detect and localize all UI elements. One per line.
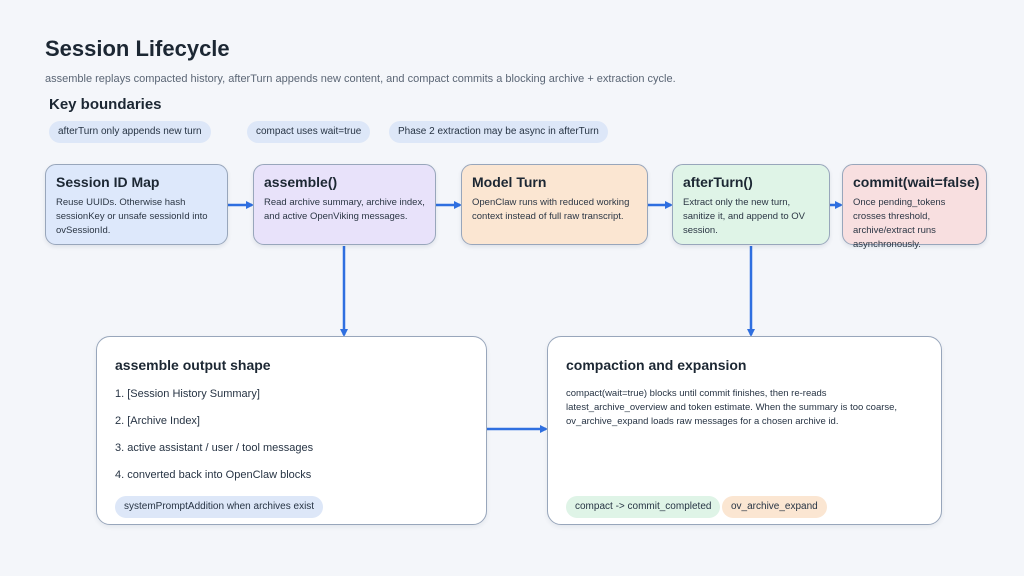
archive-expand-tag: ov_archive_expand <box>722 496 827 518</box>
list-item: 4. converted back into OpenClaw blocks <box>115 469 312 481</box>
assemble-output-panel: assemble output shape 1. [Session Histor… <box>96 336 487 525</box>
compaction-panel: compaction and expansion compact(wait=tr… <box>547 336 942 525</box>
list-item: 2. [Archive Index] <box>115 415 200 427</box>
stage-desc: Extract only the new turn, sanitize it, … <box>683 197 805 236</box>
system-prompt-tag: systemPromptAddition when archives exist <box>115 496 324 518</box>
stage-title: afterTurn() <box>683 174 753 190</box>
panel-title: assemble output shape <box>115 357 271 373</box>
boundary-pill: compact uses wait=true <box>247 121 371 143</box>
list-item: 3. active assistant / user / tool messag… <box>115 442 314 454</box>
stage-afterturn: afterTurn() Extract only the new turn, s… <box>672 164 830 245</box>
stage-desc: Read archive summary, archive index, and… <box>264 197 425 222</box>
panel-desc: compact(wait=true) blocks until commit f… <box>566 388 898 427</box>
panel-title: compaction and expansion <box>566 357 747 373</box>
stage-desc: OpenClaw runs with reduced working conte… <box>472 197 630 222</box>
page-title: Session Lifecycle <box>45 36 230 61</box>
page-subtitle: assemble replays compacted history, afte… <box>45 73 676 85</box>
stage-title: assemble() <box>264 174 338 190</box>
stage-title: commit(wait=false) <box>853 174 980 190</box>
stage-model-turn: Model Turn OpenClaw runs with reduced wo… <box>461 164 648 245</box>
stage-title: Model Turn <box>472 174 547 190</box>
stage-title: Session ID Map <box>56 174 160 190</box>
boundary-pill: afterTurn only appends new turn <box>49 121 211 143</box>
boundary-pill: Phase 2 extraction may be async in after… <box>389 121 608 143</box>
stage-session-id-map: Session ID Map Reuse UUIDs. Otherwise ha… <box>45 164 228 245</box>
commit-completed-tag: compact -> commit_completed <box>566 496 721 518</box>
stage-assemble: assemble() Read archive summary, archive… <box>253 164 436 245</box>
key-boundaries-title: Key boundaries <box>49 96 162 113</box>
stage-desc: Once pending_tokens crosses threshold, a… <box>853 197 946 250</box>
stage-desc: Reuse UUIDs. Otherwise hash sessionKey o… <box>56 197 208 236</box>
stage-commit: commit(wait=false) Once pending_tokens c… <box>842 164 987 250</box>
list-item: 1. [Session History Summary] <box>115 388 260 400</box>
